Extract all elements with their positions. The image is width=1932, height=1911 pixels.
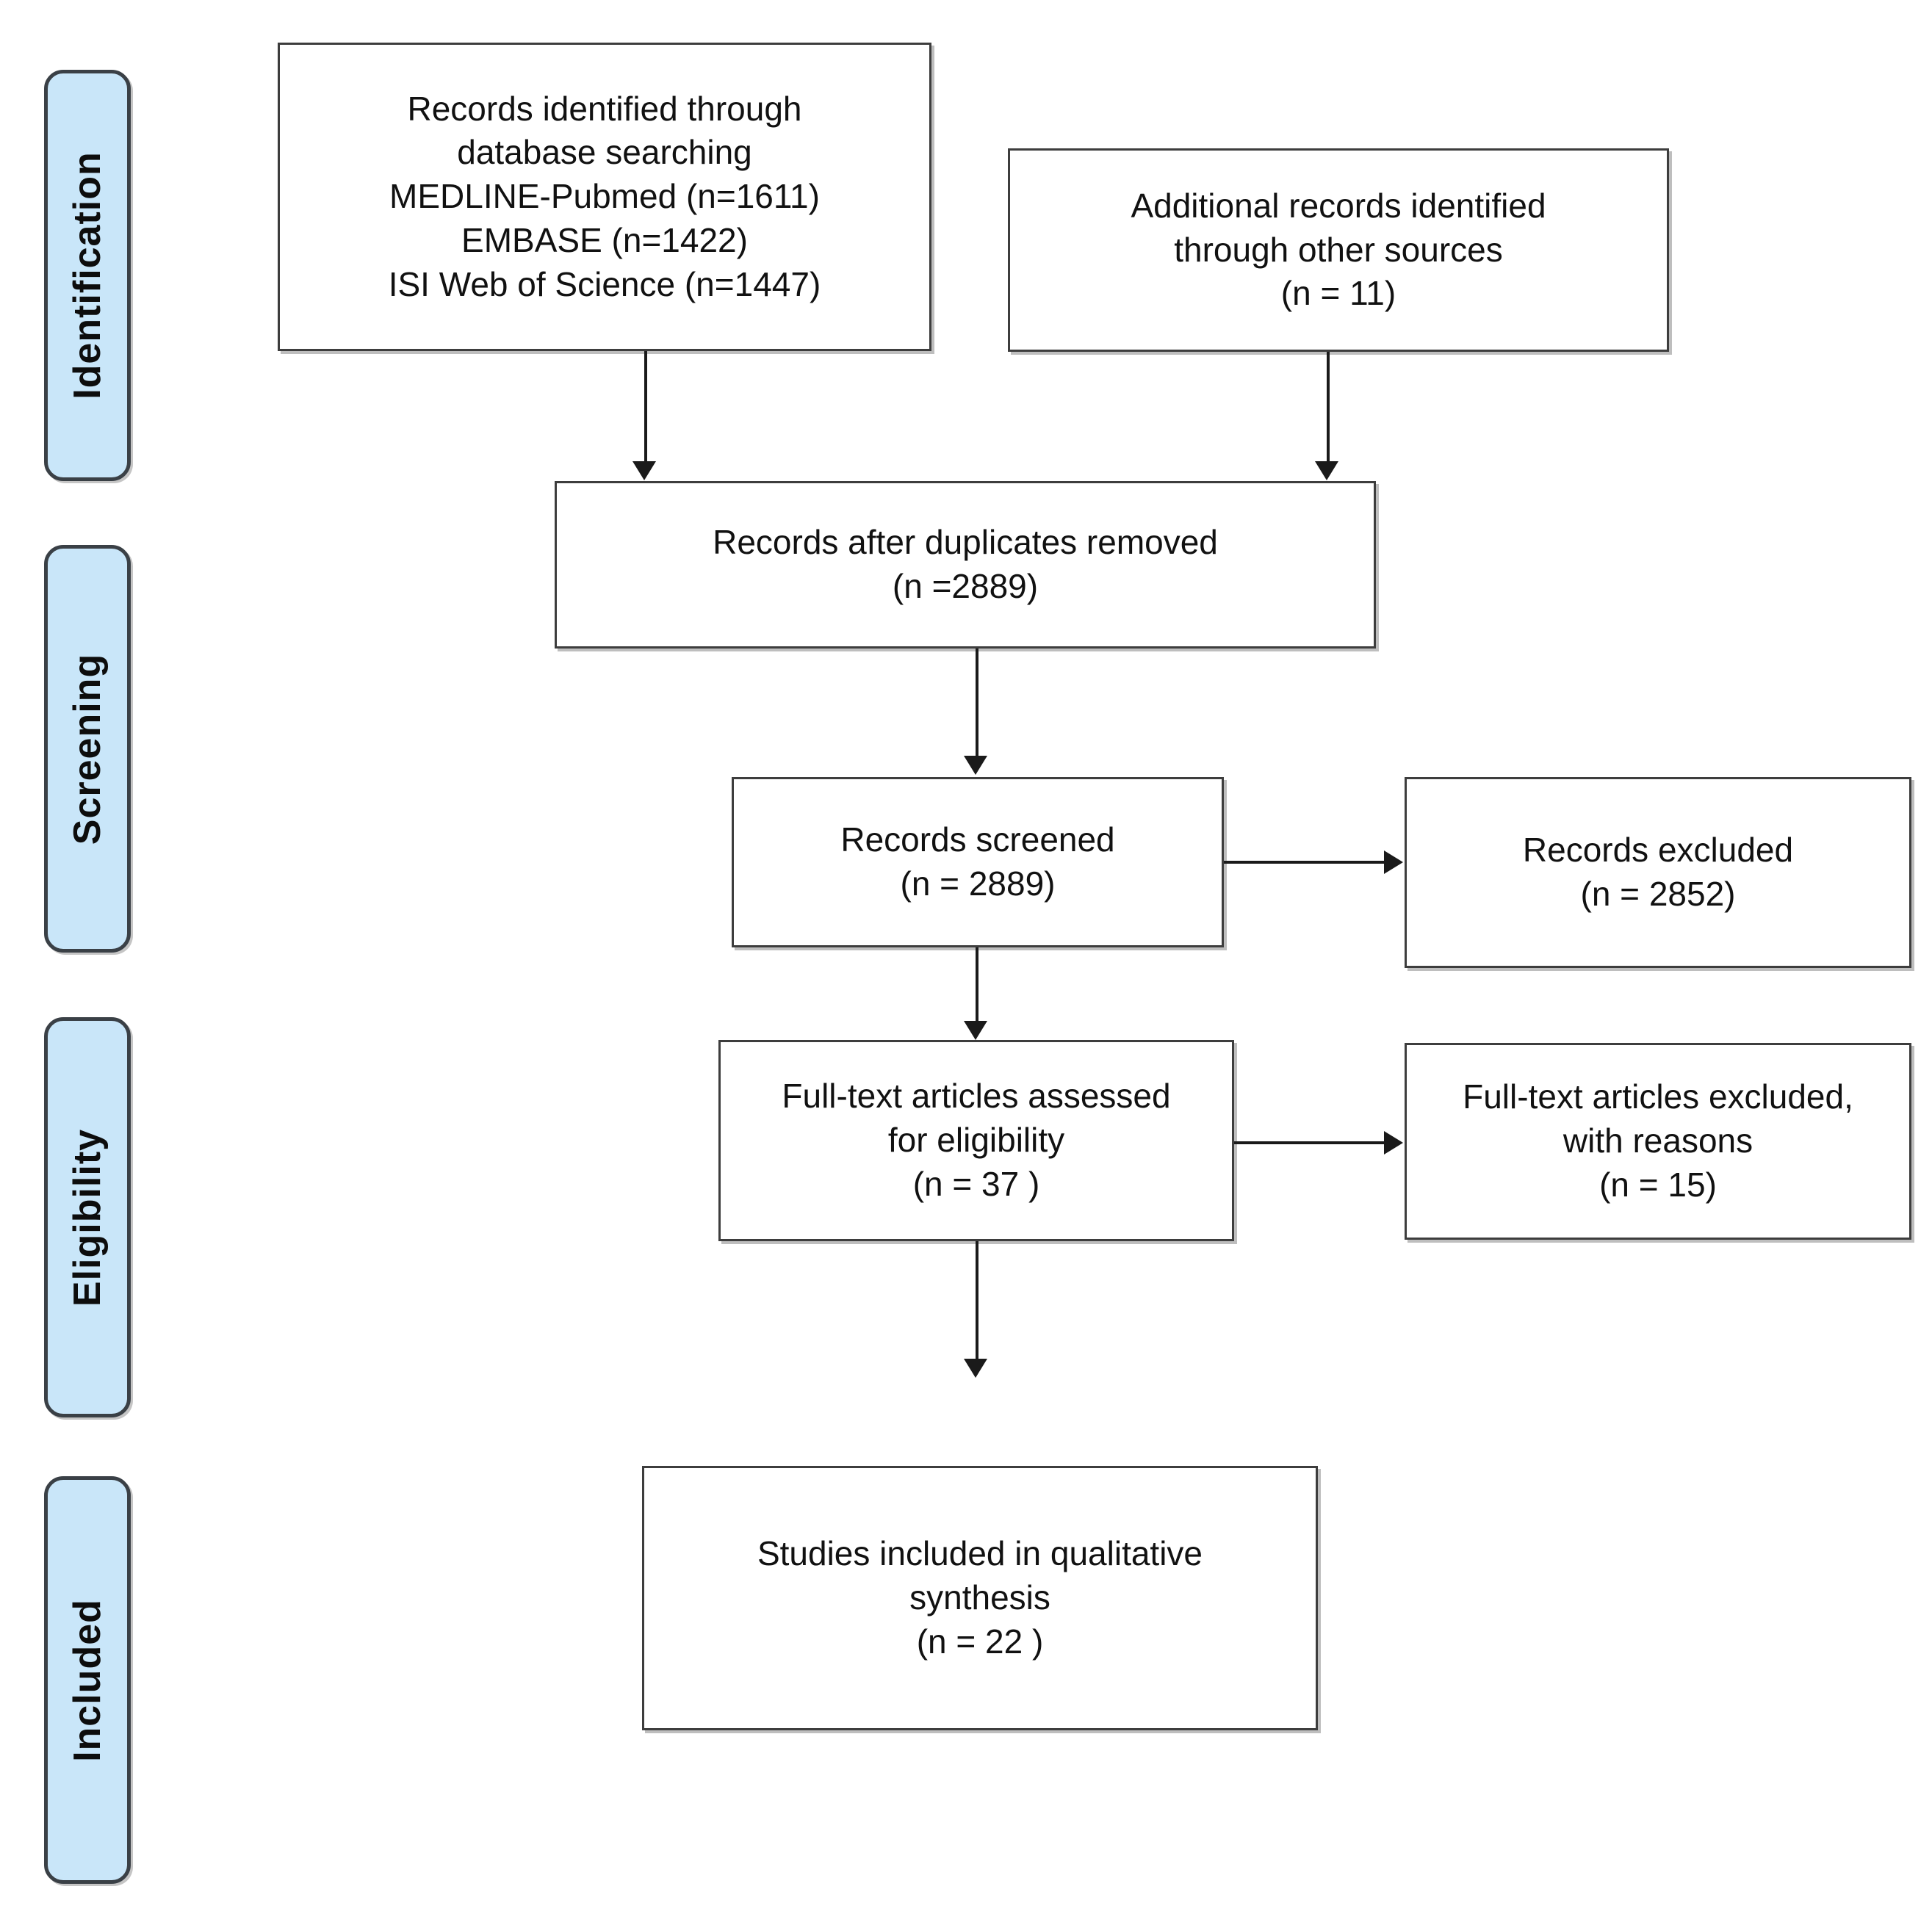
box-line: Records screened bbox=[840, 820, 1115, 859]
connector-screened-to-excluded bbox=[1224, 861, 1384, 864]
box-line: Full-text articles assessed bbox=[782, 1077, 1171, 1116]
box-records-after-duplicates-removed: Records after duplicates removed (n =288… bbox=[555, 481, 1376, 649]
stage-label-eligibility: Eligibility bbox=[66, 1128, 109, 1307]
box-line: Records excluded bbox=[1522, 831, 1794, 870]
box-line: ISI Web of Science (n=1447) bbox=[388, 264, 821, 303]
box-studies-included-qualitative-synthesis: Studies included in qualitative synthesi… bbox=[642, 1466, 1318, 1730]
stage-pill-eligibility: Eligibility bbox=[44, 1017, 131, 1417]
arrowhead-other-sources-to-duplicates bbox=[1315, 461, 1338, 480]
box-line: Full-text articles excluded, bbox=[1463, 1077, 1853, 1116]
box-line: (n = 11) bbox=[1280, 274, 1396, 313]
box-line: with reasons bbox=[1562, 1121, 1753, 1160]
stage-label-screening: Screening bbox=[66, 653, 109, 845]
box-line: (n = 15) bbox=[1599, 1165, 1717, 1204]
box-line: Studies included in qualitative bbox=[757, 1534, 1203, 1573]
box-line: through other sources bbox=[1174, 230, 1503, 269]
stage-pill-included: Included bbox=[44, 1476, 131, 1884]
arrowhead-screened-to-fulltext bbox=[964, 1021, 987, 1040]
box-line: database searching bbox=[457, 133, 752, 172]
box-line: MEDLINE-Pubmed (n=1611) bbox=[389, 177, 820, 216]
connector-db-search-to-duplicates bbox=[644, 351, 647, 461]
arrowhead-fulltext-to-excluded bbox=[1384, 1131, 1403, 1155]
box-line: synthesis bbox=[909, 1578, 1050, 1617]
box-line: for eligibility bbox=[887, 1121, 1065, 1160]
box-records-identified-database-searching: Records identified through database sear… bbox=[278, 43, 931, 351]
box-records-screened: Records screened (n = 2889) bbox=[732, 777, 1224, 947]
connector-fulltext-to-synthesis bbox=[976, 1241, 978, 1359]
stage-label-included: Included bbox=[66, 1598, 109, 1762]
box-line: (n = 2852) bbox=[1580, 875, 1736, 913]
box-fulltext-articles-excluded: Full-text articles excluded, with reason… bbox=[1405, 1043, 1911, 1240]
box-line: Records after duplicates removed bbox=[713, 523, 1218, 562]
arrowhead-db-search-to-duplicates bbox=[632, 461, 656, 480]
stage-pill-identification: Identification bbox=[44, 70, 131, 481]
connector-fulltext-to-excluded bbox=[1234, 1141, 1384, 1144]
box-line: (n = 2889) bbox=[900, 864, 1056, 903]
box-line: Records identified through bbox=[407, 89, 802, 128]
box-line: (n = 37 ) bbox=[912, 1164, 1040, 1203]
connector-screened-to-fulltext bbox=[976, 947, 978, 1021]
arrowhead-fulltext-to-synthesis bbox=[964, 1359, 987, 1378]
box-records-excluded: Records excluded (n = 2852) bbox=[1405, 777, 1911, 968]
connector-other-sources-to-duplicates bbox=[1327, 352, 1330, 461]
box-line: Additional records identified bbox=[1131, 186, 1546, 225]
box-line: (n =2889) bbox=[892, 567, 1039, 605]
box-line: (n = 22 ) bbox=[916, 1622, 1044, 1661]
box-additional-records-other-sources: Additional records identified through ot… bbox=[1008, 148, 1669, 352]
box-fulltext-articles-assessed: Full-text articles assessed for eligibil… bbox=[718, 1040, 1234, 1241]
connector-duplicates-to-screened bbox=[976, 649, 978, 756]
box-line: EMBASE (n=1422) bbox=[461, 220, 748, 259]
arrowhead-duplicates-to-screened bbox=[964, 756, 987, 775]
stage-label-identification: Identification bbox=[66, 151, 109, 400]
arrowhead-screened-to-excluded bbox=[1384, 850, 1403, 874]
stage-pill-screening: Screening bbox=[44, 545, 131, 953]
